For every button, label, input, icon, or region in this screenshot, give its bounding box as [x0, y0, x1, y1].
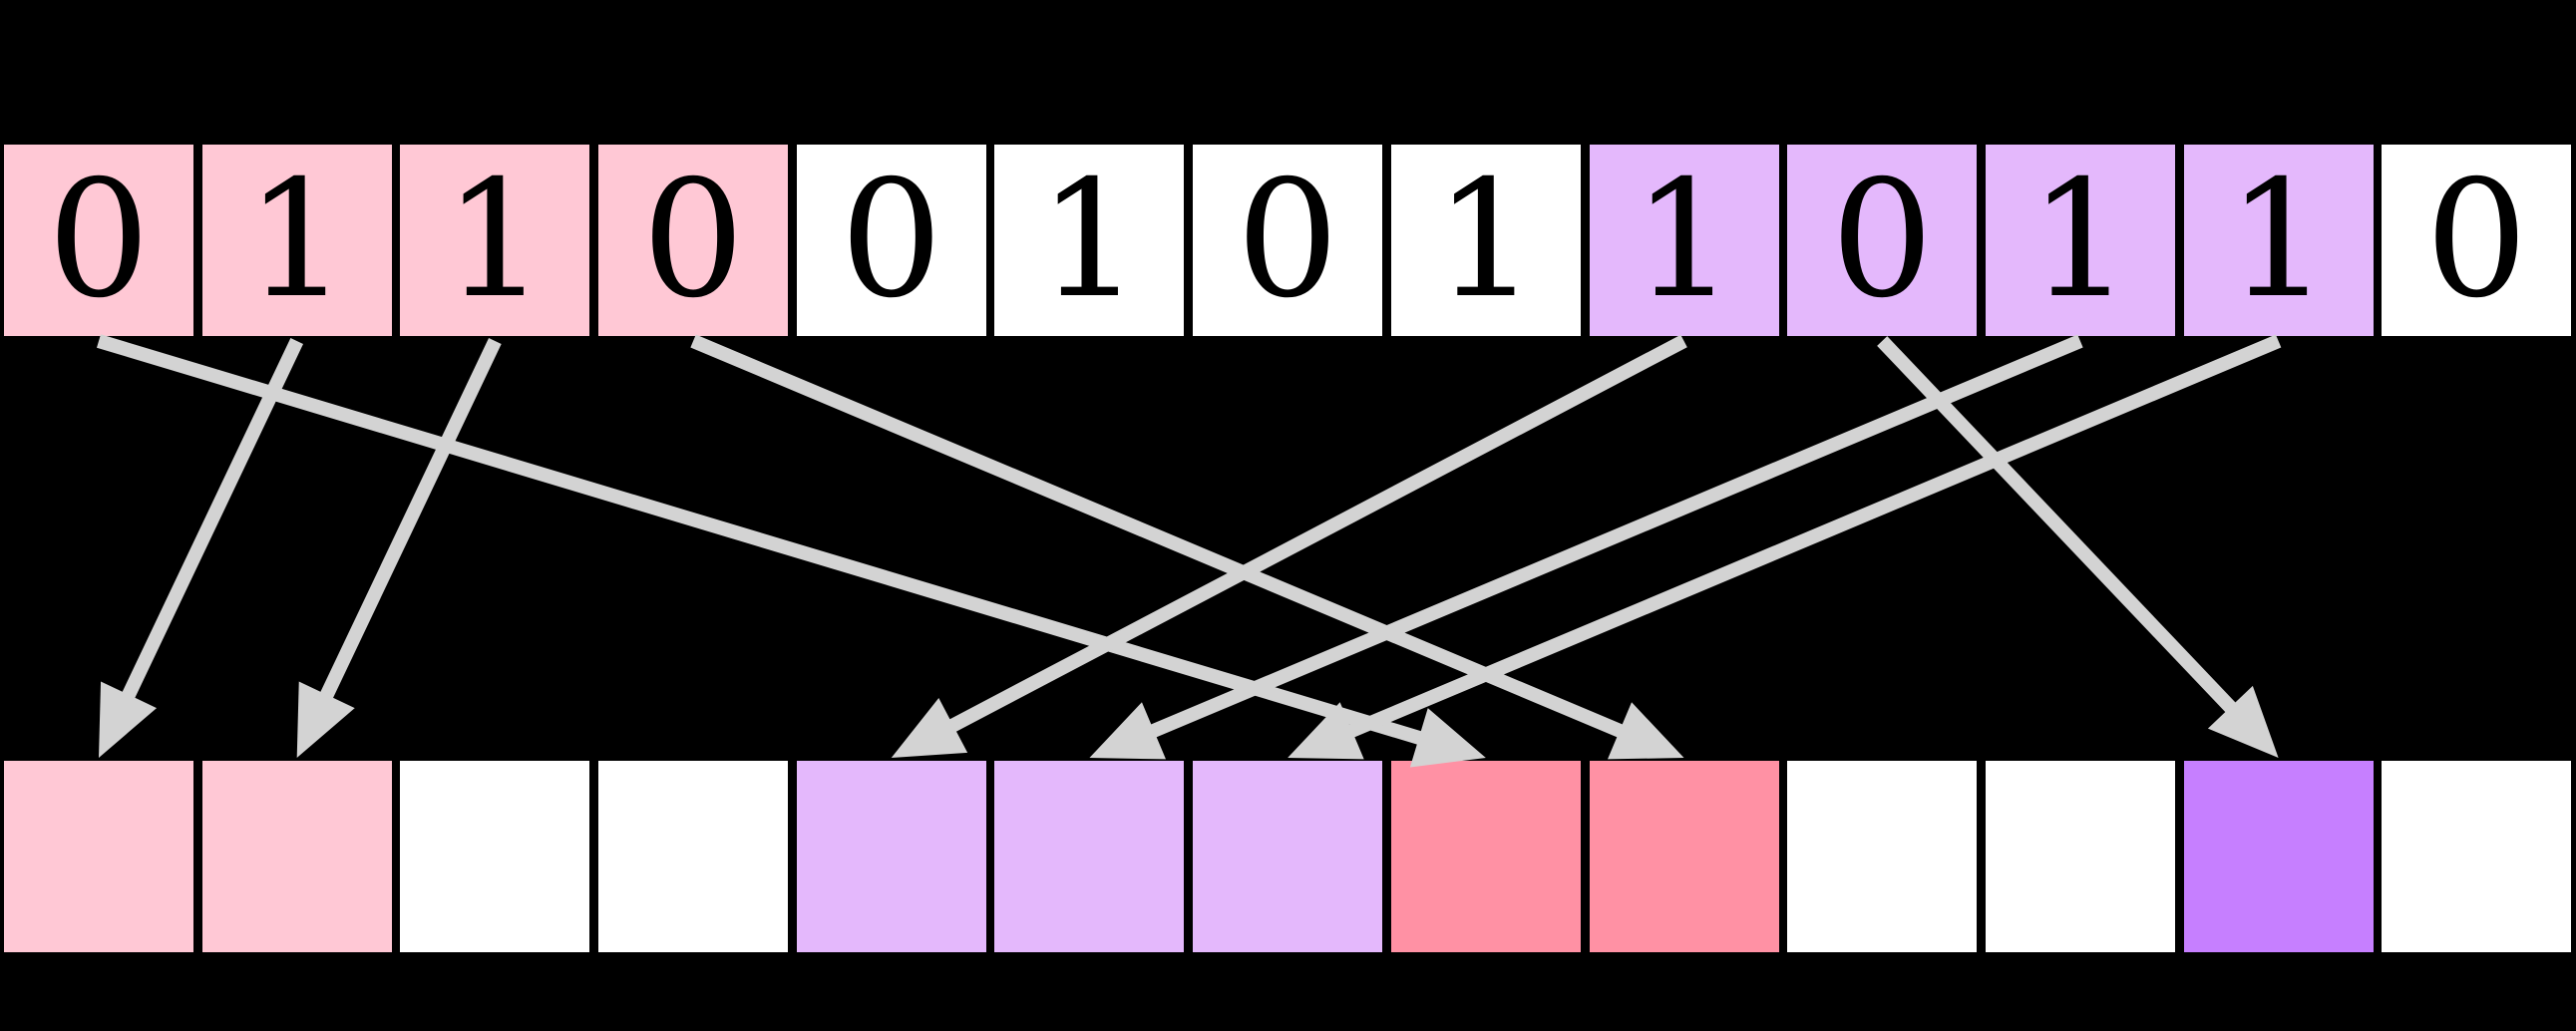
- arrow-shaft: [1877, 336, 2241, 718]
- bit-cell: 0: [2382, 145, 2572, 336]
- arrow-shaft: [96, 334, 1429, 747]
- bit-cell: [1787, 761, 1978, 952]
- arrow-shaft: [1341, 334, 2282, 741]
- bit-cell: 0: [598, 145, 789, 336]
- bit-cell: 1: [1589, 145, 1779, 336]
- bit-cell: [1589, 761, 1779, 952]
- bit-cell: [2382, 761, 2572, 952]
- arrow: [99, 337, 304, 758]
- arrow-shaft: [316, 337, 502, 706]
- bit-cell: [796, 761, 986, 952]
- arrow-head: [296, 681, 355, 758]
- bit-cell: 1: [1390, 145, 1581, 336]
- arrow: [1288, 334, 2282, 760]
- arrow-shaft: [119, 337, 304, 706]
- bit-cell: 1: [2183, 145, 2374, 336]
- arrow-head: [891, 697, 968, 758]
- arrow-head: [99, 681, 158, 758]
- bit-cell: [1193, 761, 1383, 952]
- bit-cell: [598, 761, 789, 952]
- bit-cell: [1985, 761, 2175, 952]
- arrow-head: [1089, 702, 1167, 760]
- arrow-head: [1288, 702, 1364, 760]
- arrow-shaft: [690, 334, 1631, 741]
- bit-cell: [994, 761, 1185, 952]
- bit-cell: 1: [400, 145, 590, 336]
- arrow-shaft: [1143, 334, 2083, 741]
- arrow-head: [1607, 702, 1684, 760]
- bit-cell: [1390, 761, 1581, 952]
- arrow-shaft: [942, 334, 1687, 736]
- bit-cell: 1: [1985, 145, 2175, 336]
- arrow: [1877, 336, 2279, 758]
- arrow: [96, 334, 1486, 768]
- bit-cell: [4, 761, 193, 952]
- bit-cell: 1: [994, 145, 1185, 336]
- arrow: [891, 334, 1687, 758]
- arrow: [296, 337, 502, 758]
- arrow: [690, 334, 1684, 760]
- bit-cell: 1: [201, 145, 392, 336]
- bit-cell: 0: [1787, 145, 1978, 336]
- bit-cell: [2183, 761, 2374, 952]
- bit-cell: 0: [796, 145, 986, 336]
- bit-cell: [201, 761, 392, 952]
- bit-cell: 0: [1193, 145, 1383, 336]
- arrow: [1089, 334, 2083, 760]
- arrow-head: [1409, 708, 1486, 768]
- bit-cell: [400, 761, 590, 952]
- bit-cell: 0: [4, 145, 193, 336]
- arrow-head: [2207, 685, 2279, 758]
